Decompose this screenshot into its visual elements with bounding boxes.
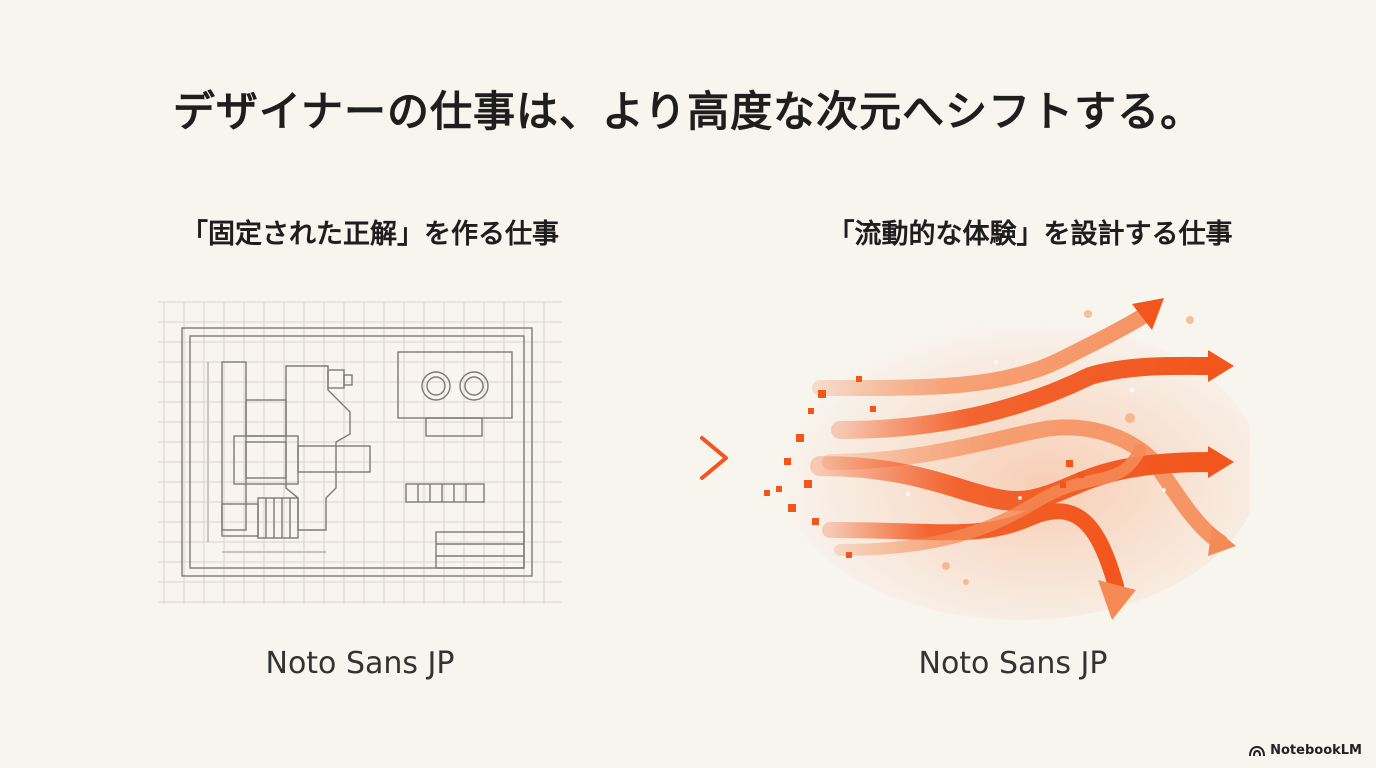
right-caption: Noto Sans JP [918,646,1108,681]
brand-label: NotebookLM [1270,743,1362,758]
left-caption: Noto Sans JP [265,646,455,681]
right-heading: 「流動的な体験」を設計する仕事 [827,219,1233,250]
blueprint-icon [158,301,562,604]
slide-title: デザイナーの仕事は、より高度な次元へシフトする。 [172,87,1204,136]
left-heading: 「固定された正解」を作る仕事 [181,219,559,250]
arrow-right-icon [620,436,728,480]
brand-watermark: NotebookLM [1249,743,1362,758]
flowing-arrows-icon [764,298,1250,620]
notebooklm-logo-icon [1249,745,1266,756]
